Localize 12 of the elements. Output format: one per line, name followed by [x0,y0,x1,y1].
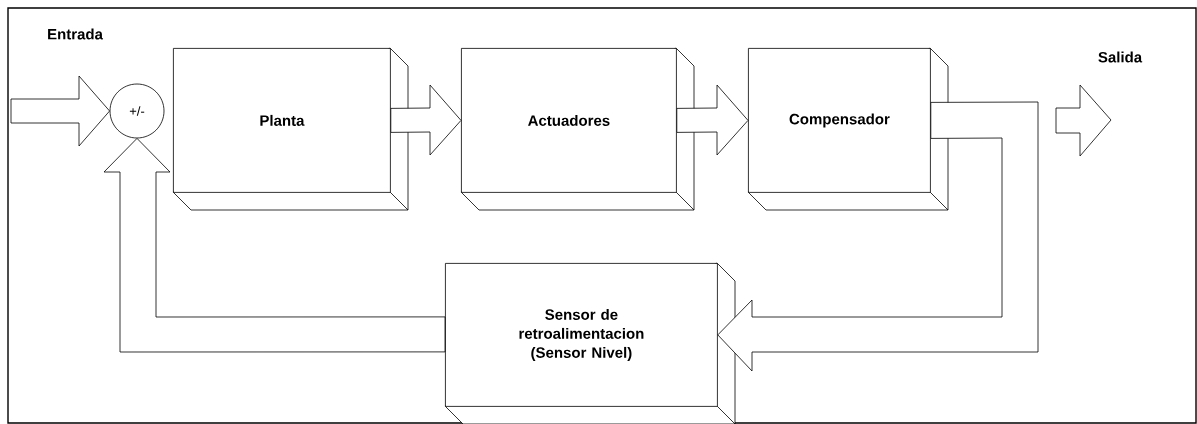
block-arrow [717,101,1039,372]
block-arrow [676,84,749,156]
summing-junction: +/- [109,83,165,139]
signal-label: Salida [1098,51,1143,63]
block-box: Compensador [747,47,949,211]
block-arrow [10,75,110,147]
block-arrow [103,138,446,353]
block-box: Planta [172,47,409,211]
block-box: Sensor de retroalimentacion (Sensor Nivel) [444,262,736,424]
block-arrow [390,84,462,156]
block-box: Actuadores [460,47,695,211]
signal-label: Entrada [48,28,103,40]
